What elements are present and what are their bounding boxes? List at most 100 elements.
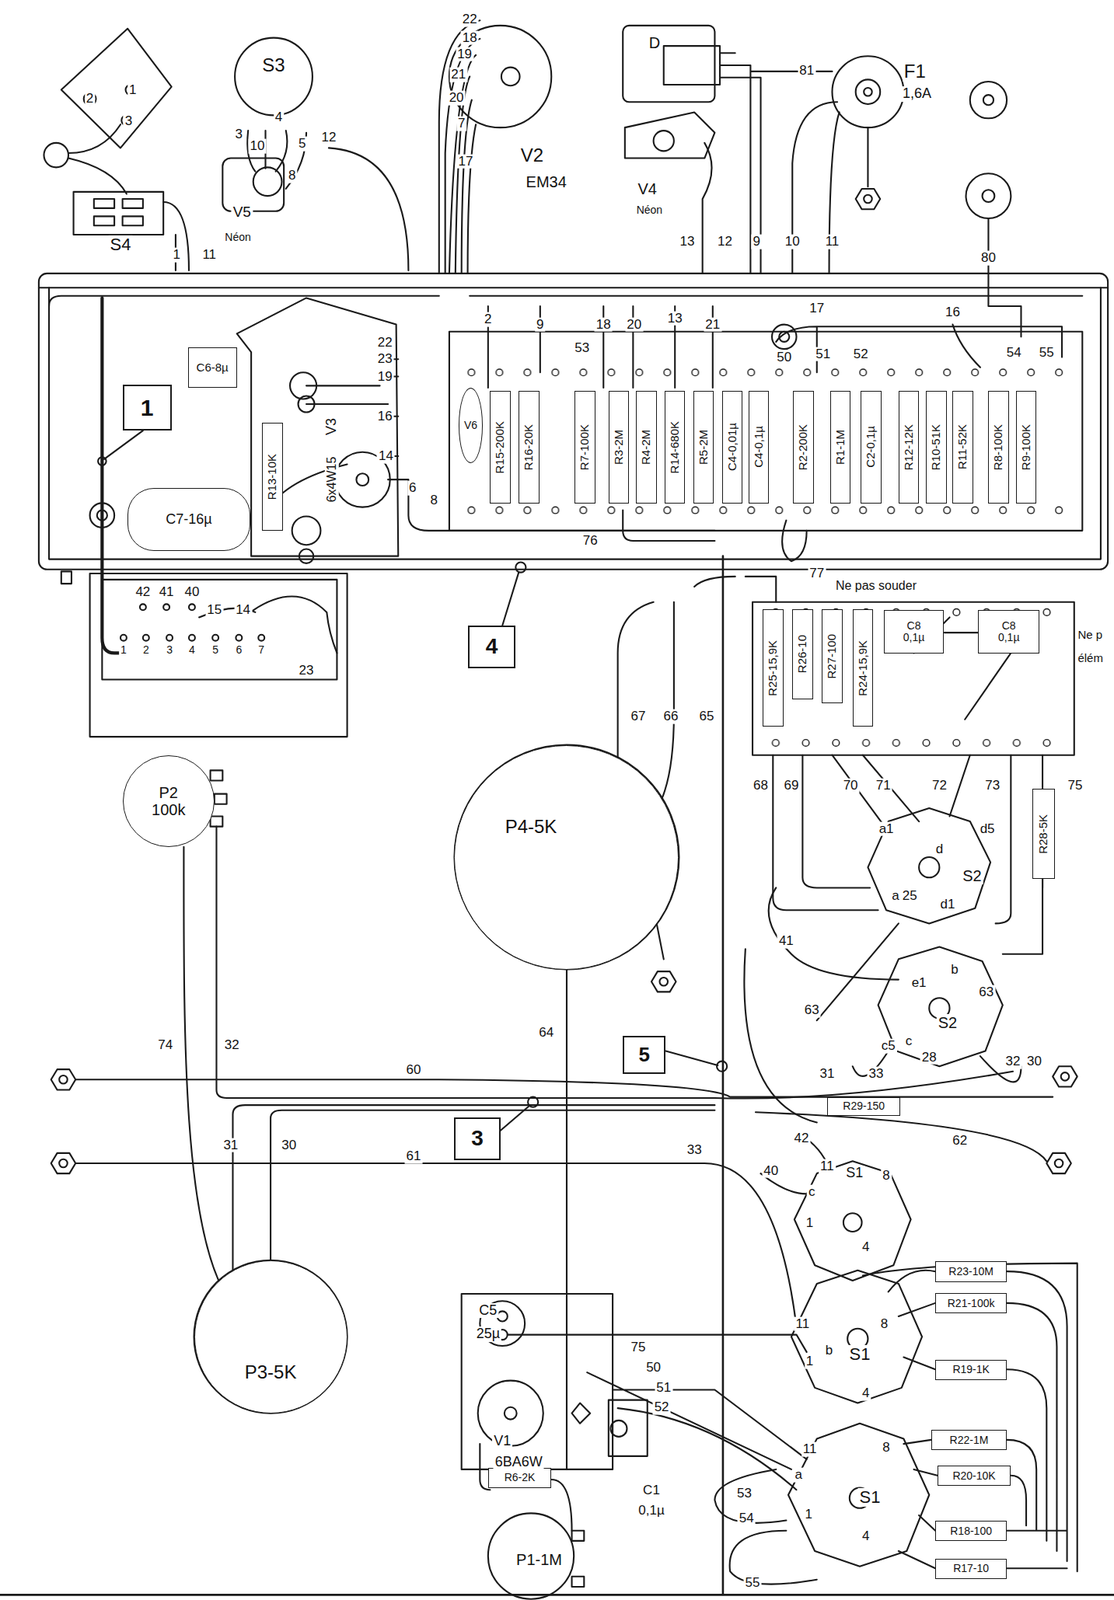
part-label: 20 bbox=[447, 90, 466, 106]
part-label: 4 bbox=[273, 110, 284, 126]
component-value: R29-150 bbox=[842, 1100, 885, 1113]
component-box: C80,1µ bbox=[977, 610, 1040, 654]
part-label: 42 bbox=[792, 1131, 811, 1146]
part-label: Néon bbox=[223, 231, 252, 244]
part-label: 41 bbox=[157, 584, 176, 600]
component-value: P3-5K bbox=[244, 1362, 297, 1383]
part-label: 7 bbox=[256, 644, 266, 657]
part-label: 7 bbox=[456, 116, 467, 132]
component-box: R10-51K bbox=[925, 391, 947, 503]
part-label: 41 bbox=[777, 934, 796, 950]
part-label: 53 bbox=[572, 341, 591, 357]
part-label: 28 bbox=[920, 1050, 939, 1066]
part-label: 4 bbox=[187, 644, 197, 657]
callout-number: 5 bbox=[622, 1036, 666, 1075]
component-value: 5 bbox=[639, 1044, 650, 1067]
part-label: b bbox=[824, 1343, 835, 1359]
part-label: V4 bbox=[636, 180, 659, 198]
part-label: 23 bbox=[376, 352, 395, 367]
part-label: 17 bbox=[456, 153, 475, 169]
part-label: 64 bbox=[537, 1026, 556, 1041]
component-box: R5-2M bbox=[693, 391, 715, 503]
part-label: 52 bbox=[852, 346, 870, 362]
part-label: 61 bbox=[404, 1149, 423, 1165]
component-value: R22-1M bbox=[949, 1435, 989, 1447]
part-label: 13 bbox=[666, 310, 685, 326]
part-label: 1 bbox=[118, 644, 129, 657]
component-box: C4-0,01µ bbox=[722, 391, 744, 503]
component-box: C6-8µ bbox=[188, 347, 238, 389]
part-label: 6 bbox=[233, 644, 244, 657]
component-value: 100k bbox=[151, 801, 186, 819]
part-label: 25 bbox=[900, 889, 919, 905]
potentiometer-body: P4-5K bbox=[453, 745, 679, 971]
part-label: c bbox=[806, 1185, 818, 1201]
part-label: 67 bbox=[628, 709, 647, 725]
component-box: R2-200K bbox=[792, 391, 814, 503]
component-value: R3-2M bbox=[612, 429, 626, 465]
part-label: 18 bbox=[460, 30, 479, 46]
part-label: 4 bbox=[860, 1529, 871, 1544]
part-label: 76 bbox=[581, 534, 600, 549]
part-label: 1 bbox=[127, 82, 138, 98]
part-label: S2 bbox=[960, 867, 983, 885]
component-value: P2 bbox=[158, 784, 178, 802]
part-label: 5 bbox=[210, 644, 221, 657]
part-label: 32 bbox=[223, 1038, 241, 1054]
part-label: Néon bbox=[635, 204, 664, 217]
component-value: C7-16µ bbox=[165, 512, 212, 528]
component-value: R14-680K bbox=[668, 421, 682, 475]
component-value: R7-100K bbox=[578, 424, 592, 471]
part-label: 16 bbox=[376, 409, 395, 425]
component-value: R19-1K bbox=[952, 1364, 989, 1376]
component-value: R9-100K bbox=[1019, 424, 1034, 471]
part-label: 8 bbox=[286, 168, 297, 184]
component-box: R26-10 bbox=[792, 609, 814, 700]
component-box: R12-12K bbox=[898, 391, 920, 503]
part-label: 8 bbox=[880, 1169, 891, 1184]
part-label: 9 bbox=[751, 234, 762, 250]
component-value: R2-200K bbox=[796, 424, 811, 471]
part-label: 72 bbox=[930, 778, 949, 794]
part-label: 74 bbox=[156, 1038, 175, 1054]
part-label: 4 bbox=[860, 1240, 871, 1256]
part-label: d bbox=[934, 841, 945, 857]
part-label: a1 bbox=[877, 821, 896, 837]
callout-number: 3 bbox=[453, 1117, 500, 1161]
part-label: 16 bbox=[943, 305, 962, 321]
potentiometer-body: P2100k bbox=[122, 755, 215, 848]
component-box: R21-100k bbox=[935, 1293, 1007, 1314]
part-label: 73 bbox=[983, 778, 1002, 794]
part-label: S1 bbox=[847, 1345, 872, 1365]
component-box: V6 bbox=[458, 387, 484, 464]
part-label: Ne pas souder bbox=[834, 579, 919, 594]
component-box: R25-15,9K bbox=[762, 609, 784, 727]
component-box: R11-52K bbox=[952, 391, 974, 503]
component-value: 0,1µ bbox=[903, 632, 926, 644]
part-label: 1,6A bbox=[900, 86, 933, 102]
part-label: EM34 bbox=[524, 173, 569, 191]
component-box: R8-100K bbox=[988, 391, 1010, 503]
part-label: d1 bbox=[938, 897, 957, 912]
component-box: R19-1K bbox=[935, 1360, 1007, 1381]
component-box: R22-1M bbox=[931, 1430, 1007, 1451]
component-value: 1 bbox=[140, 394, 154, 421]
part-label: 71 bbox=[874, 778, 893, 794]
component-value: R11-52K bbox=[956, 424, 970, 470]
component-value: 3 bbox=[471, 1127, 484, 1152]
part-label: 10 bbox=[783, 234, 802, 250]
component-value: R17-10 bbox=[953, 1563, 989, 1575]
part-label: 10 bbox=[248, 138, 267, 154]
part-label: 31 bbox=[817, 1066, 836, 1082]
part-label: 62 bbox=[950, 1134, 969, 1149]
part-label: c bbox=[904, 1033, 915, 1049]
part-label: V1 bbox=[492, 1434, 513, 1450]
component-value: 0,1µ bbox=[998, 632, 1020, 644]
part-label: b bbox=[949, 962, 960, 978]
part-label: 2 bbox=[141, 644, 151, 657]
part-label: élém bbox=[1075, 652, 1105, 666]
component-value: R8-100K bbox=[991, 424, 1006, 471]
component-box: R4-2M bbox=[635, 391, 657, 503]
part-label: C1 bbox=[641, 1483, 662, 1499]
part-label: 11 bbox=[818, 1159, 836, 1175]
